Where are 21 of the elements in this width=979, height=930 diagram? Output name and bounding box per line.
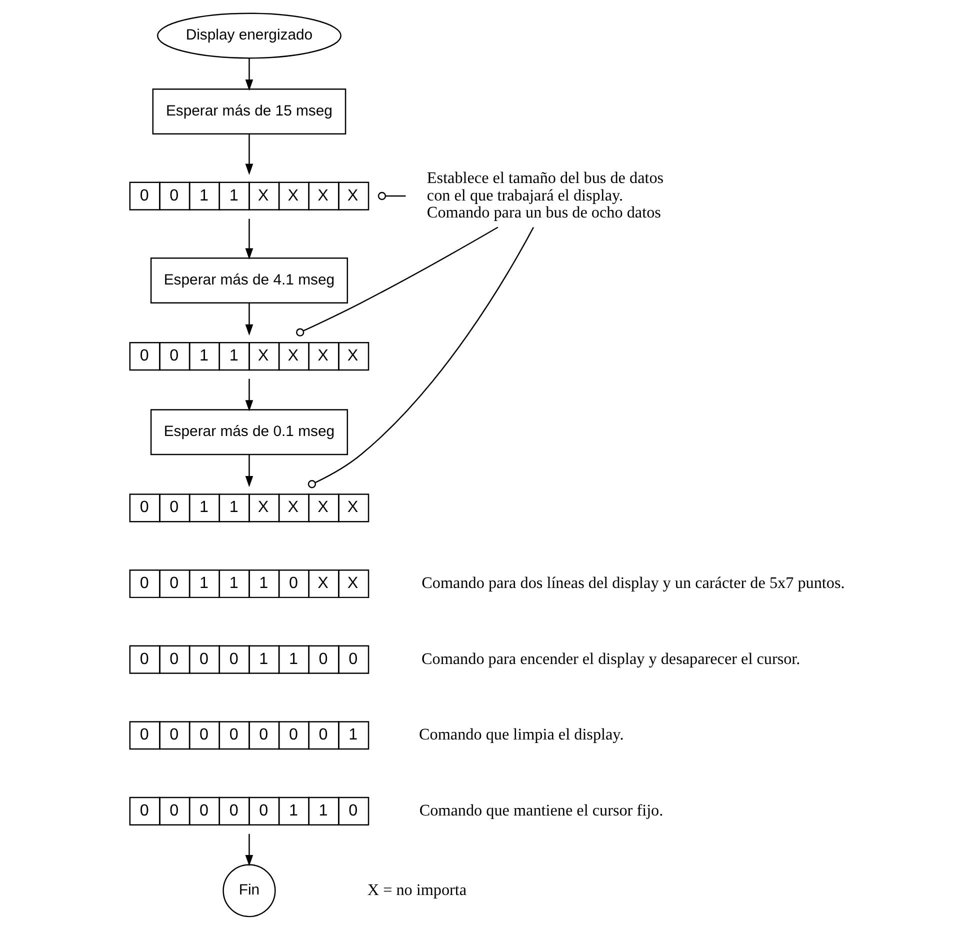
arrow xyxy=(244,303,253,336)
node-box: Esperar más de 0.1 mseg xyxy=(150,409,348,456)
node-label: Comando para encender el display y desaparecer el cursor. xyxy=(421,650,800,668)
arrow xyxy=(244,454,253,488)
node-label: Comando que limpia el display. xyxy=(418,726,624,744)
arrow xyxy=(244,218,253,260)
arrow xyxy=(244,378,253,412)
node-text: Establece el tamaño del bus de datos con el que trabajará el display. Comando para un bus de ocho datos xyxy=(426,170,664,222)
node-circle: Fin xyxy=(222,864,276,918)
arrow xyxy=(244,834,253,866)
node-label: Comando para dos líneas del display y un carácter de 5x7 puntos. xyxy=(421,574,844,592)
connector xyxy=(377,192,406,200)
node-box: Esperar más de 4.1 mseg xyxy=(150,258,348,304)
node-label: Comando que mantiene el cursor fijo. xyxy=(418,802,663,820)
node-ellipse: Display energizado xyxy=(156,12,341,59)
node-box: Esperar más de 15 mseg xyxy=(152,88,346,135)
connector xyxy=(307,226,534,488)
arrow xyxy=(244,134,253,175)
label: X = no importa xyxy=(366,882,466,899)
arrow xyxy=(244,58,253,91)
connector xyxy=(296,226,498,336)
